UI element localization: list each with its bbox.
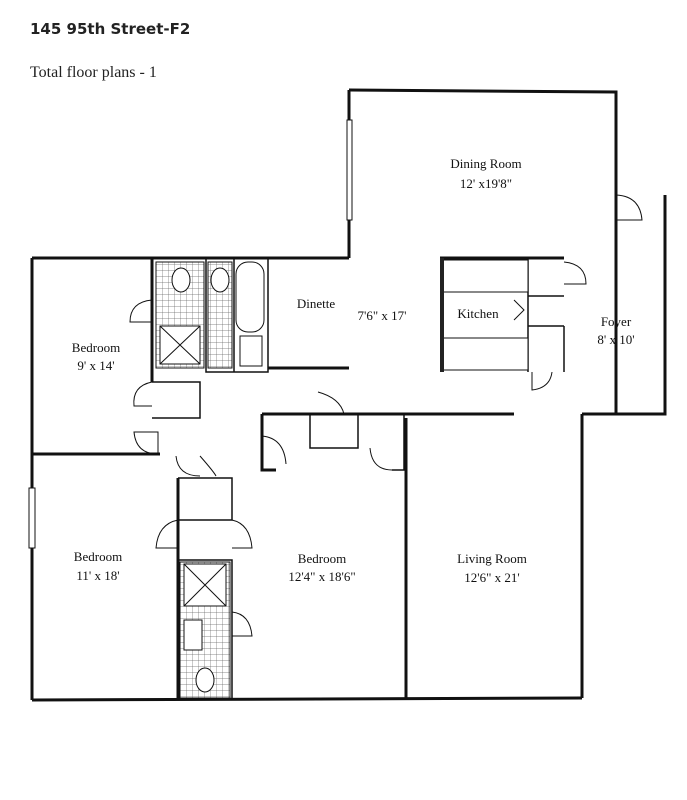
kitchen-counters <box>440 258 529 372</box>
windows <box>28 119 353 549</box>
dining-room-dims: 12' x19'8" <box>460 176 512 191</box>
dinette-name: Dinette <box>297 296 335 311</box>
kitchen-name: Kitchen <box>457 306 499 321</box>
bedroom2-dims: 11' x 18' <box>76 568 119 583</box>
door-swings <box>129 194 643 637</box>
bedroom1-dims: 9' x 14' <box>77 358 114 373</box>
interior-walls <box>32 255 618 700</box>
bathroom-fixtures-bottom <box>179 561 231 699</box>
page-subtitle: Total floor plans - 1 <box>30 64 157 81</box>
dining-room-name: Dining Room <box>450 156 521 171</box>
bedroom1-name: Bedroom <box>72 340 120 355</box>
bedroom3-dims: 12'4" x 18'6" <box>288 569 355 584</box>
living-room-name: Living Room <box>457 551 527 566</box>
bedroom2-name: Bedroom <box>74 549 122 564</box>
page-title: 145 95th Street-F2 <box>30 20 191 38</box>
bathroom-fixtures-top <box>155 261 265 369</box>
foyer-dims: 8' x 10' <box>597 332 634 347</box>
living-room-dims: 12'6" x 21' <box>464 570 520 585</box>
outer-walls <box>30 88 667 702</box>
foyer-name: Foyer <box>601 314 632 329</box>
room-labels: Dining Room 12' x19'8" Dinette 7'6" x 17… <box>72 156 635 585</box>
dinette-dims: 7'6" x 17' <box>358 308 407 323</box>
bedroom3-name: Bedroom <box>298 551 346 566</box>
